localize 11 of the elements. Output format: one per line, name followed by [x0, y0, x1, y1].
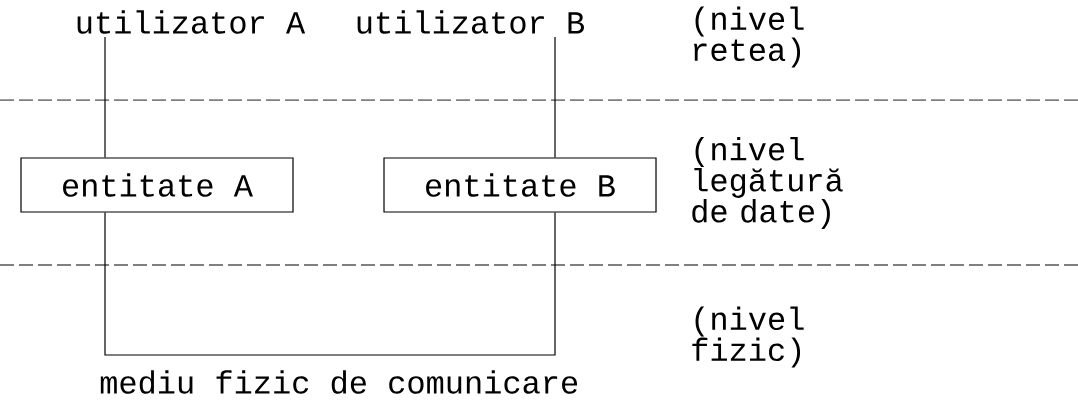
entity-box: entitate A	[20, 157, 294, 213]
edge-label: mediu fizic de comunicare	[100, 370, 578, 394]
layer-label: (nivel retea)	[694, 6, 804, 68]
layer-label: (nivel fizic)	[692, 306, 804, 368]
user-label: utilizator B	[357, 10, 584, 34]
medium-line	[104, 212, 556, 356]
layer-label: (nivel legătură de date)	[692, 137, 843, 229]
connector-line	[104, 36, 106, 158]
entity-box: entitate B	[383, 157, 657, 213]
connector-line	[554, 36, 556, 158]
user-label: utilizator A	[77, 10, 306, 34]
